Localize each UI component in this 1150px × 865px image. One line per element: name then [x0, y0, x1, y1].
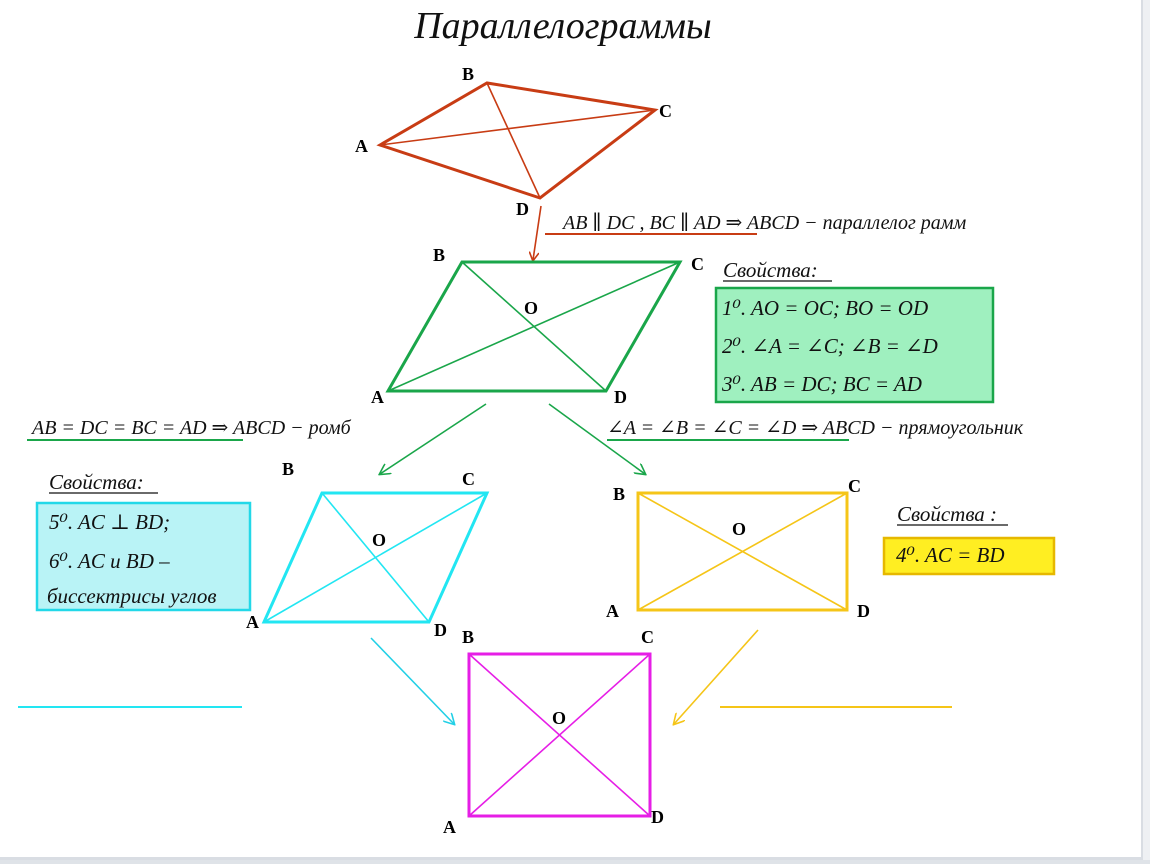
parallelogram-prop-3: 3⁰. AB = DC; BC = AD	[721, 372, 922, 396]
rhombus-label-d: D	[434, 620, 447, 640]
quad-condition: AB ∥ DC , BC ∥ AD ⇒ ABCD − параллелог ра…	[561, 212, 967, 234]
rhombus-prop-1: 5⁰. AC ⊥ BD;	[49, 510, 170, 534]
page-title: Параллелограммы	[413, 5, 712, 47]
square-figure: A B C D O	[443, 627, 664, 837]
rhombus-diagonal-bd	[321, 492, 430, 623]
square-label-c: C	[641, 627, 654, 647]
rhombus-label-c: C	[462, 469, 475, 489]
scroll-edge	[1143, 0, 1150, 864]
rhombus-prop-3: биссектрисы углов	[47, 584, 217, 608]
par-label-o: O	[524, 298, 538, 318]
arrow-to-rectangle	[548, 403, 645, 474]
rhombus-figure: A B C D O	[246, 459, 490, 640]
quad-label-a: A	[355, 136, 368, 156]
par-label-c: C	[691, 254, 704, 274]
rectangle-label-o: O	[732, 519, 746, 539]
par-label-a: A	[371, 387, 384, 407]
bottom-edge	[0, 860, 1150, 864]
rhombus-label-a: A	[246, 612, 259, 632]
rhombus-label-b: B	[282, 459, 294, 479]
rectangle-prop-1: 4⁰. AC = BD	[896, 543, 1005, 567]
arrow-rectangle-to-square	[674, 629, 759, 724]
square-label-b: B	[462, 627, 474, 647]
quadrilateral-figure: A B C D	[355, 64, 672, 219]
rectangle-diagonal-bd	[637, 492, 848, 611]
quadrilateral-diagonal-bd	[486, 82, 541, 199]
rectangle-figure: A B C D O	[606, 476, 870, 621]
square-label-d: D	[651, 807, 664, 827]
rectangle-props-title: Свойства :	[897, 502, 997, 526]
parallelogram-figure: A B C D O	[371, 245, 704, 407]
square-label-o: O	[552, 708, 566, 728]
rectangle-props-box	[882, 536, 1056, 576]
parallelogram-diagonal-bd	[461, 261, 607, 392]
square-diagonal-bd	[468, 653, 651, 817]
parallelogram-props-title: Свойства:	[723, 258, 818, 282]
arrow-quad-to-parallelogram	[533, 205, 542, 260]
rectangle-label-b: B	[613, 484, 625, 504]
arrow-to-rhombus	[380, 403, 487, 474]
parallelogram-prop-1: 1⁰. AO = OC; BO = OD	[722, 296, 928, 320]
rhombus-label-o: O	[372, 530, 386, 550]
rhombus-condition: AB = DC = BC = AD ⇒ ABCD − ромб	[30, 417, 352, 439]
quad-label-d: D	[516, 199, 529, 219]
rhombus-props-box	[35, 501, 252, 612]
par-label-d: D	[614, 387, 627, 407]
square-label-a: A	[443, 817, 456, 837]
quad-label-b: B	[462, 64, 474, 84]
rectangle-label-d: D	[857, 601, 870, 621]
quadrilateral-diagonal-ac	[379, 109, 656, 146]
par-label-b: B	[433, 245, 445, 265]
arrow-rhombus-to-square	[370, 637, 454, 724]
rhombus-props-title: Свойства:	[49, 470, 144, 494]
rectangle-condition: ∠A = ∠B = ∠C = ∠D ⇒ ABCD − прямоугольник	[607, 417, 1024, 439]
square-outline	[467, 652, 652, 818]
parallelogram-props-box	[714, 286, 995, 404]
parallelogram-prop-2: 2⁰. ∠A = ∠C; ∠B = ∠D	[722, 334, 938, 358]
rhombus-prop-2: 6⁰. AC и BD –	[49, 549, 170, 573]
rectangle-label-a: A	[606, 601, 619, 621]
rectangle-outline	[636, 491, 849, 612]
quad-label-c: C	[659, 101, 672, 121]
rectangle-label-c: C	[848, 476, 861, 496]
